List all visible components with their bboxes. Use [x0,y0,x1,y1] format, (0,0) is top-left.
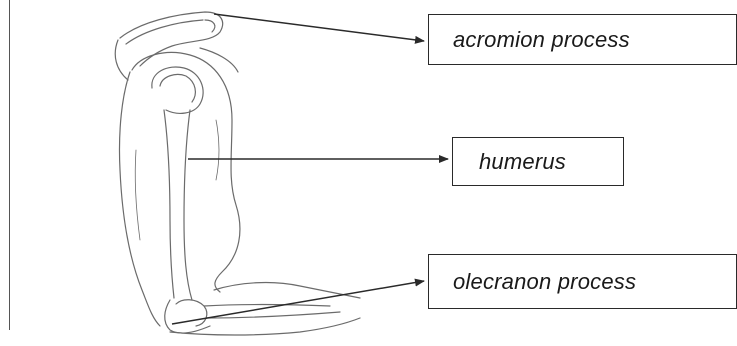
scapula-edge [115,40,128,80]
forearm-bottom [170,318,360,335]
shading-2 [135,150,140,240]
humerus-label-box: humerus [452,137,624,186]
humeral-head-inner [160,74,195,102]
clavicle-inner [126,20,203,44]
deltoid-outline [132,52,240,292]
humerus-label: humerus [479,149,566,175]
forearm-bone-1 [204,305,330,307]
acromion-process-label-box: acromion process [428,14,737,65]
olecranon-process-label: olecranon process [453,269,636,295]
acromion-process-label: acromion process [453,27,630,53]
acromion-leader-line [214,14,424,41]
arm-illustration [115,12,360,335]
shoulder-blade-edge [200,48,238,72]
posterior-arm-outline [119,72,160,326]
olecranon-process-label-box: olecranon process [428,254,737,309]
humerus-shaft-back [164,110,174,298]
shading-1 [216,120,219,180]
olecranon-leader-line [172,281,424,324]
humerus-shaft-front [184,110,192,300]
acromion-tip [205,20,215,32]
